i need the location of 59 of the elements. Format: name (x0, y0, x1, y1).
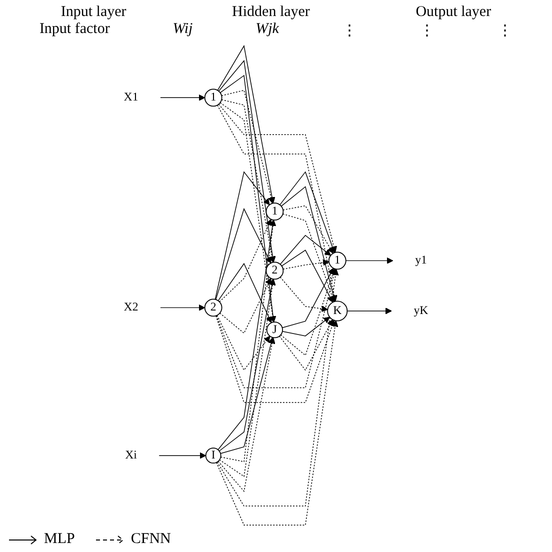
arrow (280, 234, 331, 265)
node-text: X1 (124, 91, 138, 104)
legend-label: MLP (44, 531, 75, 548)
arrow (215, 208, 272, 300)
column-label: Input factor (39, 21, 110, 39)
layer-heading: Input layer (60, 4, 126, 21)
arrow (216, 315, 336, 403)
arrow (282, 316, 330, 336)
arrow (217, 44, 276, 204)
arrow (216, 320, 338, 526)
arrow (282, 214, 336, 302)
node-circle: 2 (204, 298, 222, 317)
arrow (282, 259, 330, 270)
node-text: X2 (124, 301, 138, 314)
arrow (220, 337, 274, 454)
arrow (160, 94, 206, 101)
node-text: y1 (415, 254, 427, 267)
node-circle: 1 (266, 202, 284, 220)
node-circle: 1 (204, 88, 222, 107)
layer-heading: Output layer (416, 4, 492, 21)
ellipsis: ⋮ (498, 22, 513, 40)
arrow (280, 171, 336, 253)
arrow (280, 276, 328, 312)
node-text: Xi (125, 448, 137, 462)
arrow (216, 268, 339, 506)
arrow (214, 171, 270, 300)
arrow (217, 104, 338, 302)
arrow (218, 104, 337, 253)
node-circle: J (266, 322, 283, 338)
arrow (219, 278, 272, 334)
arrow (216, 268, 338, 388)
arrow (158, 452, 206, 459)
arrow (346, 257, 394, 264)
arrow (221, 90, 274, 204)
weight-label: Wij (172, 21, 193, 39)
arrow (221, 99, 276, 263)
node-circle: 2 (266, 262, 284, 280)
arrow (279, 319, 333, 371)
node-text: yK (414, 304, 428, 317)
ellipsis: ⋮ (420, 22, 435, 40)
arrow (280, 186, 337, 302)
arrow (218, 337, 276, 492)
node-circle: 1 (328, 252, 346, 270)
arrow (346, 308, 392, 314)
arrow (282, 268, 334, 328)
node-circle: K (327, 300, 348, 322)
arrow (282, 205, 334, 254)
legend-label: CFNN (130, 531, 171, 548)
arrow (160, 304, 206, 311)
layer-heading: Hidden layer (232, 4, 310, 21)
node-circle: I (205, 448, 222, 464)
arrow (218, 60, 276, 263)
ellipsis: ⋮ (342, 22, 357, 40)
weight-label: Wjk (256, 21, 279, 39)
arrow (280, 268, 336, 356)
arrow (281, 250, 334, 303)
arrow (216, 314, 270, 371)
arrow (218, 262, 272, 324)
arrow (219, 219, 272, 302)
